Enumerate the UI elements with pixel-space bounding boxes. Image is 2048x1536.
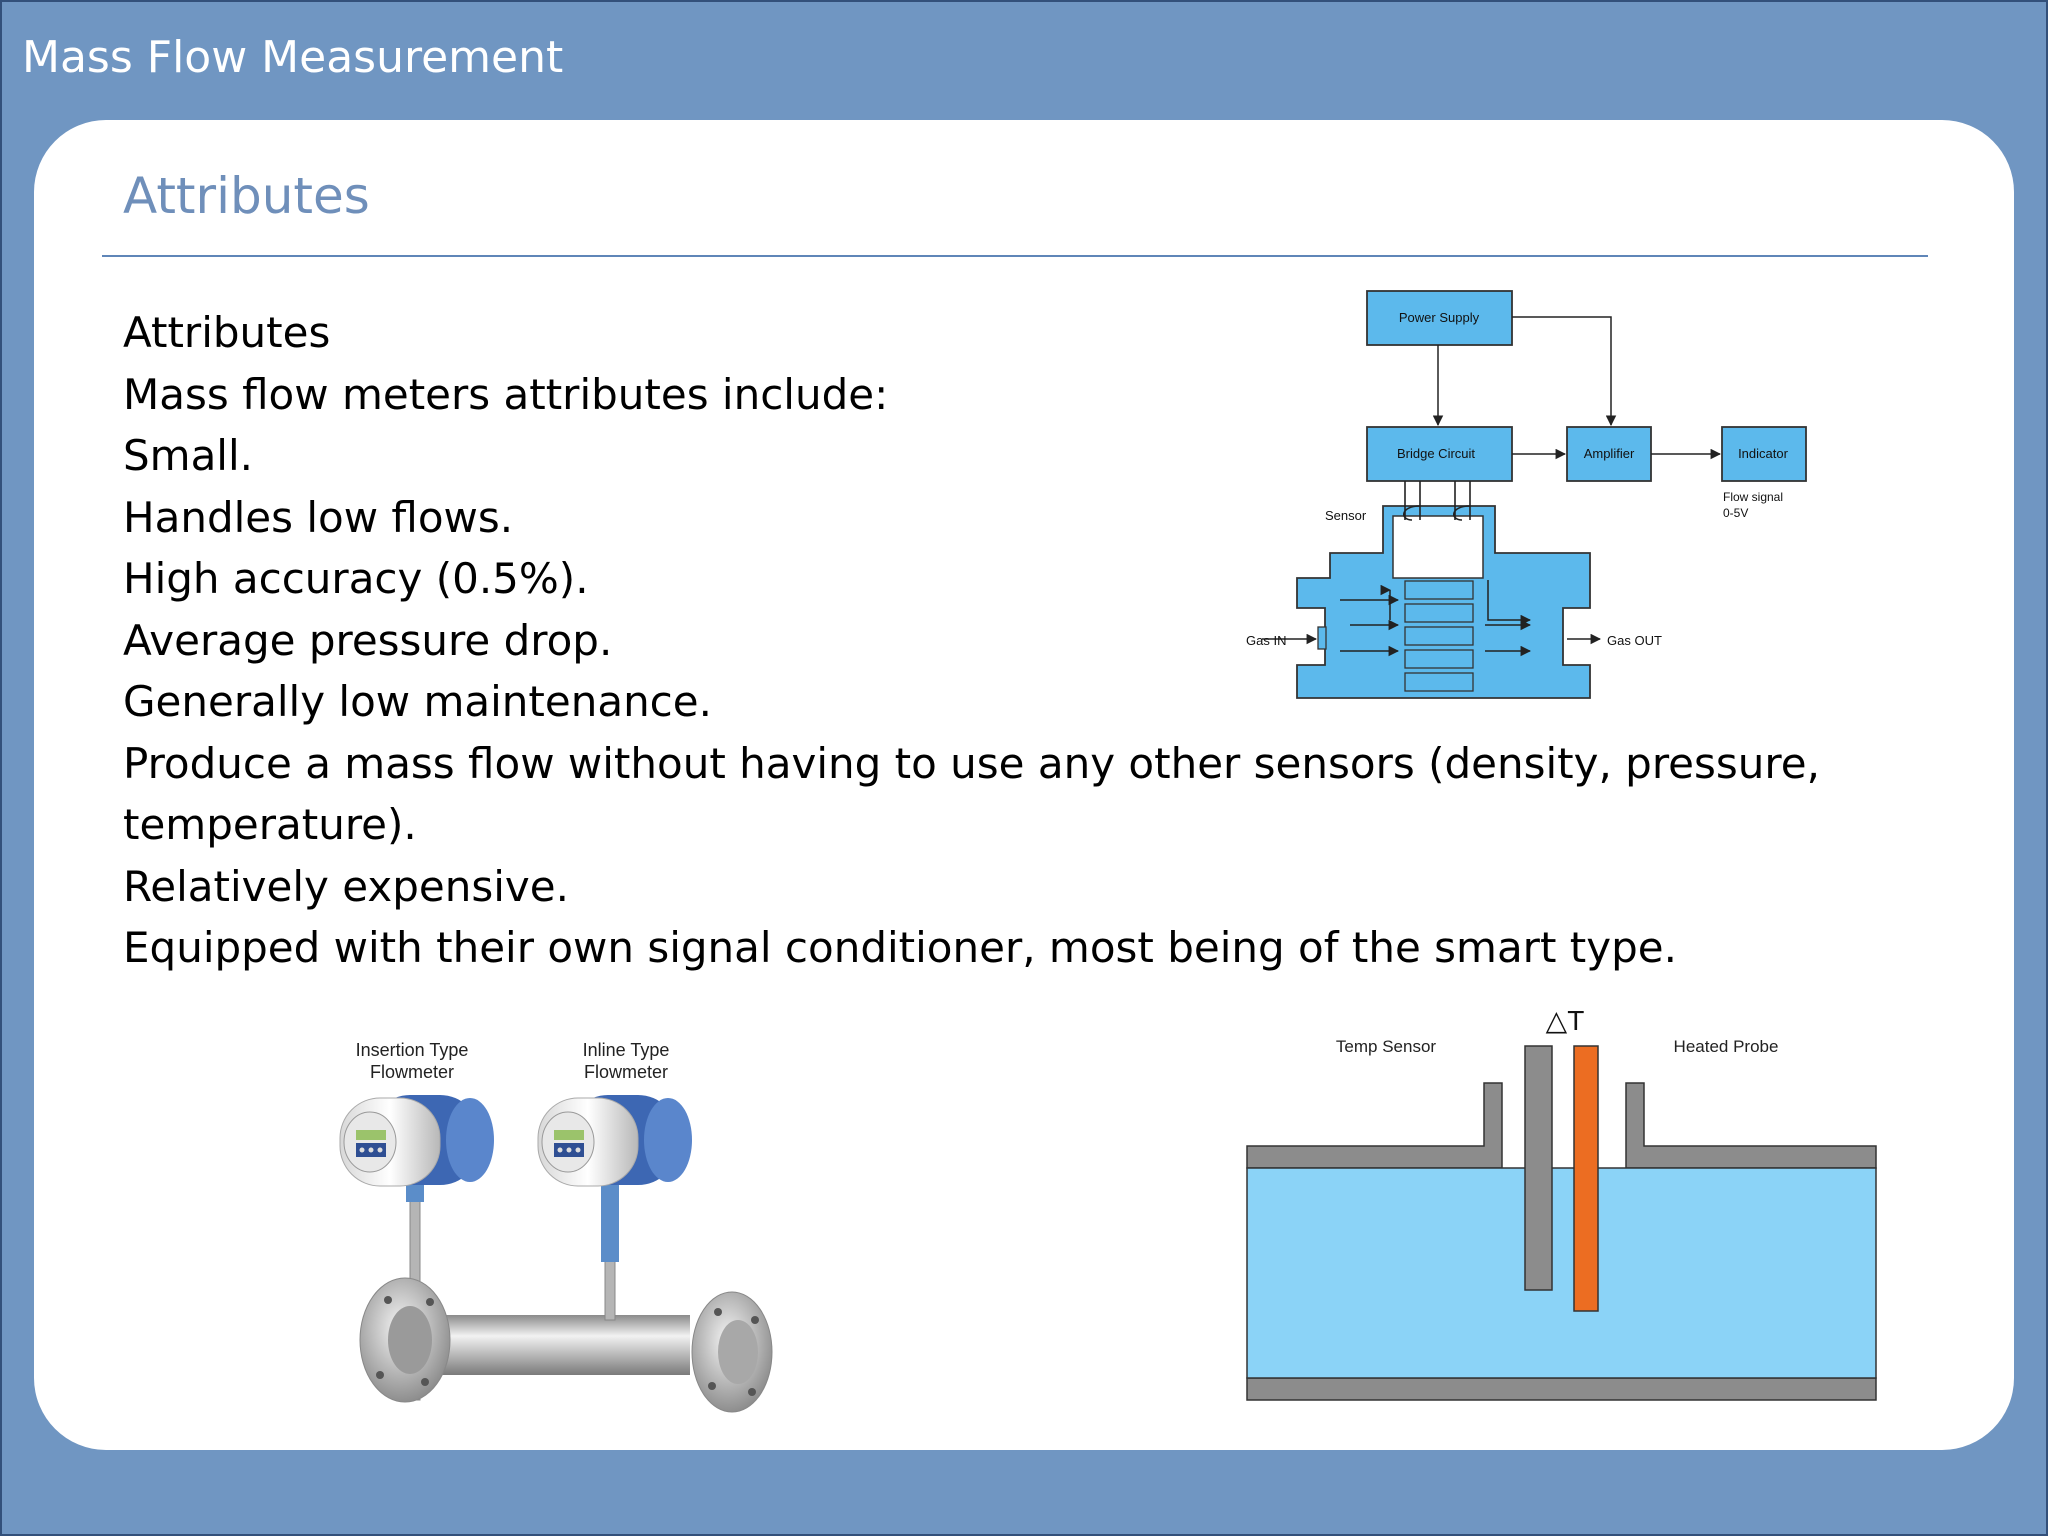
title-divider (102, 255, 1928, 257)
heated-probe-label: Heated Probe (1674, 1037, 1779, 1056)
sensor-housing (1392, 515, 1484, 579)
bridge-circuit-label: Bridge Circuit (1397, 446, 1475, 461)
inline-flowmeter (359, 1095, 773, 1413)
attribute-list: Attributes Mass flow meters attributes i… (123, 302, 1823, 979)
bridge-circuit-box (1366, 426, 1513, 482)
flow-signal-label: Flow signal (1723, 490, 1783, 504)
power-to-amplifier-arrow (1512, 316, 1617, 427)
sensor-leads (1403, 481, 1471, 521)
temp-sensor-label: Temp Sensor (1336, 1037, 1436, 1056)
temp-sensor-probe (1524, 1045, 1553, 1291)
list-item: Equipped with their own signal condition… (123, 923, 1677, 972)
heated-probe (1573, 1045, 1599, 1312)
power-supply-label: Power Supply (1399, 310, 1480, 325)
list-item: Relatively expensive. (123, 861, 569, 911)
slide-title: Mass Flow Measurement (22, 32, 564, 83)
power-supply-box (1366, 290, 1513, 346)
probe-diagram: △T Temp Sensor Heated Probe (1246, 1005, 1877, 1401)
list-item: Small. (123, 431, 253, 480)
list-item: Produce a mass flow without having to us… (123, 738, 1820, 850)
list-item: Average pressure drop. (123, 615, 613, 665)
flow-signal-range: 0-5V (1723, 506, 1748, 520)
indicator-label: Indicator (1738, 446, 1789, 461)
gas-in-port (1317, 626, 1327, 650)
gas-in-label: Gas IN (1246, 633, 1286, 648)
list-item: High accuracy (0.5%). (123, 554, 589, 603)
fluid-channel (1246, 1167, 1877, 1379)
indicator-box (1721, 426, 1807, 482)
insertion-type-label: Insertion Type (356, 1040, 469, 1060)
sensor-label: Sensor (1325, 508, 1367, 523)
list-heading: Attributes (123, 308, 331, 357)
block-diagram: Power Supply Bridge Circuit Amplifier In… (1246, 290, 1807, 699)
gas-out-label: Gas OUT (1607, 633, 1662, 648)
list-item: Generally low maintenance. (123, 677, 712, 726)
insertion-type-sublabel: Flowmeter (370, 1062, 454, 1082)
insertion-flowmeter (339, 1095, 494, 1401)
bypass-channels (1404, 580, 1474, 692)
amplifier-label: Amplifier (1584, 446, 1635, 461)
delta-t-label: △T (1546, 1005, 1585, 1036)
inline-type-label: Inline Type (583, 1040, 670, 1060)
flow-arrows (1262, 580, 1602, 657)
section-title: Attributes (123, 167, 370, 225)
flowmeter-illustration: Insertion Type Flowmeter Inline Type Flo… (339, 1040, 773, 1413)
flow-body (1296, 505, 1591, 699)
inline-type-sublabel: Flowmeter (584, 1062, 668, 1082)
list-intro: Mass flow meters attributes include: (123, 369, 889, 419)
list-item: Handles low flows. (123, 492, 514, 542)
